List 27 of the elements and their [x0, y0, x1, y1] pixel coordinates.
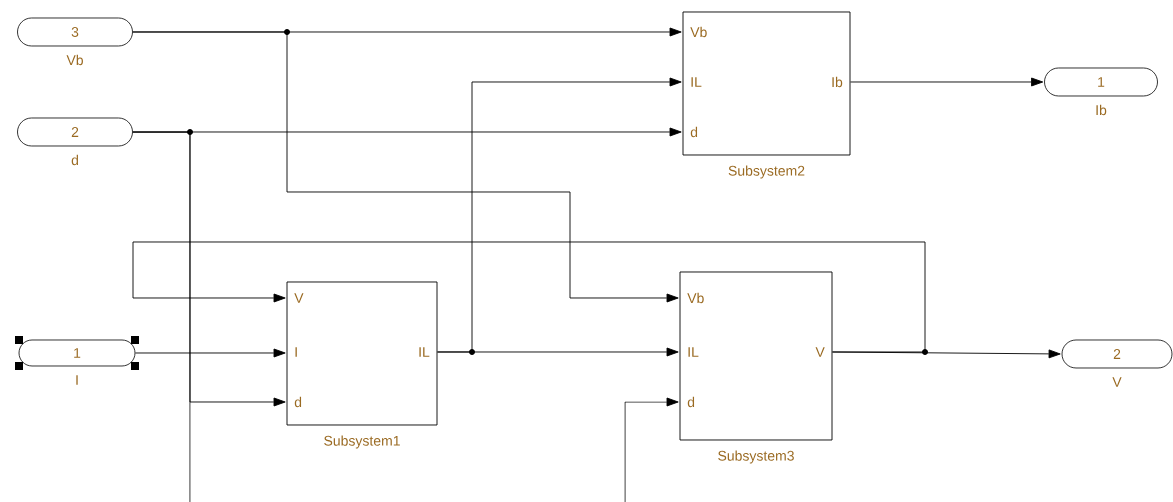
port-label: I — [295, 347, 297, 357]
port-label: V — [815, 347, 825, 357]
port-label: IL — [688, 347, 699, 357]
signal-line — [134, 348, 286, 358]
signal-line — [624, 397, 679, 502]
port-name: d — [71, 154, 78, 166]
signal-line — [132, 241, 926, 353]
port-label: Vb — [690, 26, 707, 38]
port-label: d — [294, 396, 302, 408]
port-label: IL — [691, 77, 702, 87]
port-name: Ib — [1096, 104, 1107, 116]
port-label: Vb — [687, 292, 704, 304]
port-label: d — [687, 396, 695, 408]
block-name: Subsystem2 — [728, 165, 805, 179]
port-name: Vb — [66, 54, 83, 66]
block-name: Subsystem1 — [324, 435, 400, 449]
port-label: Ib — [832, 76, 843, 88]
port-label: IL — [419, 347, 430, 357]
port-name: I — [76, 375, 78, 385]
port-label: d — [690, 126, 698, 138]
block-name: Subsystem3 — [718, 450, 794, 464]
port-label: V — [294, 293, 304, 303]
signal-line — [132, 31, 679, 303]
port-name: V — [1112, 377, 1122, 387]
signal-line — [437, 77, 682, 353]
signal-line — [132, 131, 191, 502]
signal-line — [850, 77, 1044, 87]
